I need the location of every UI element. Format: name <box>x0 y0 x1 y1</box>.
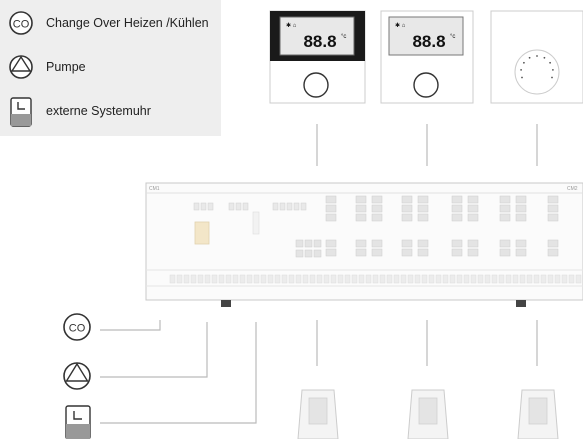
controller-unit: CM1 CM2 <box>145 182 583 307</box>
svg-text:✱ ⌂: ✱ ⌂ <box>395 22 406 29</box>
legend-item-pump: Pumpe <box>0 46 221 86</box>
bottom-pump-symbol <box>63 362 91 390</box>
thermostat-2: ✱ ⌂ 88.8 °c <box>380 10 474 104</box>
legend-label-change-over: Change Over Heizen /Kühlen <box>46 16 209 30</box>
legend-item-change-over: CO Change Over Heizen /Kühlen <box>0 2 221 42</box>
thermostat-2-knob <box>413 72 439 98</box>
controller-label-left: CM1 <box>149 186 160 192</box>
pump-icon <box>9 55 33 79</box>
thermostat-3-dial-ticks <box>520 55 554 79</box>
bottom-clock-symbol <box>65 405 91 439</box>
thermostat-1: ✱ ⌂ 88.8 °c <box>269 10 366 104</box>
controller-mount-left <box>221 300 231 307</box>
svg-text:✱ ⌂: ✱ ⌂ <box>286 22 297 29</box>
thermostat-3-dial <box>514 49 560 95</box>
thermostat-2-reading: 88.8 <box>412 32 445 51</box>
actuator-2 <box>407 389 449 439</box>
controller-mount-right <box>516 300 526 307</box>
controller-fuse <box>194 221 210 245</box>
thermostat-1-reading: 88.8 <box>303 32 336 51</box>
clock-icon <box>10 97 32 127</box>
thermostat-1-knob <box>303 72 329 98</box>
actuator-1 <box>297 389 339 439</box>
thermostat-3 <box>490 10 583 104</box>
actuator-3 <box>517 389 559 439</box>
input-wires <box>100 320 257 424</box>
bottom-change-over-text: CO <box>69 323 86 335</box>
legend-label-pump: Pumpe <box>46 60 86 74</box>
thermostat-2-unit: °c <box>450 34 455 40</box>
change-over-icon: CO <box>9 11 33 35</box>
controller-terminals <box>169 195 582 284</box>
legend-label-clock: externe Systemuhr <box>46 104 151 118</box>
change-over-icon-text: CO <box>13 19 30 31</box>
thermostat-1-unit: °c <box>341 34 346 40</box>
actuator-connection-lines <box>316 320 538 366</box>
bottom-change-over-symbol: CO <box>63 313 91 341</box>
legend-panel: CO Change Over Heizen /Kühlen Pumpe exte… <box>0 0 221 136</box>
controller-label-right: CM2 <box>567 186 578 192</box>
legend-item-clock: externe Systemuhr <box>0 90 221 130</box>
thermostat-connection-lines <box>316 124 538 166</box>
